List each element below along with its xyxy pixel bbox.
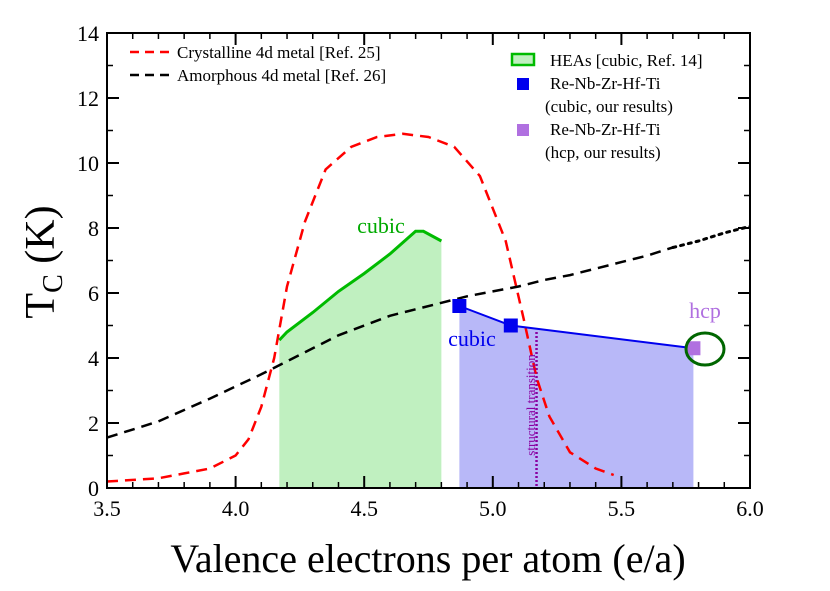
- hcp-data-point: [686, 341, 701, 356]
- our-results-fill-area: [459, 306, 694, 488]
- x-tick-label: 5.0: [479, 496, 507, 521]
- y-tick-label: 6: [88, 281, 99, 306]
- legend-swatch-heas: [510, 52, 536, 67]
- legend-label-crystalline: Crystalline 4d metal [Ref. 25]: [177, 43, 380, 62]
- amorphous-extension-curve: [671, 224, 750, 249]
- legend-swatch-cubic-ours: [517, 78, 529, 90]
- heas-fill-area: [279, 231, 442, 488]
- legend-label-cubic-ours: Re-Nb-Zr-Hf-Ti: [550, 74, 661, 93]
- crystalline-curve: [107, 132, 615, 483]
- y-tick-label: 12: [77, 86, 99, 111]
- axis-ticks: 3.5 4.0 4.5 5.0 5.5 6.0 0 2 4 6 8 10 12 14: [77, 21, 764, 521]
- y-tick-label: 8: [88, 216, 99, 241]
- hcp-highlight-ring: [684, 331, 726, 367]
- legend-left: Crystalline 4d metal [Ref. 25] Amorphous…: [130, 43, 386, 85]
- fill-regions: [279, 231, 694, 488]
- y-tick-label: 10: [77, 151, 99, 176]
- svg-text:TC (K): TC (K): [18, 205, 69, 318]
- x-tick-label: 4.5: [350, 496, 378, 521]
- legend-label-hcp-ours-2: (hcp, our results): [545, 143, 661, 162]
- y-tick-label: 2: [88, 411, 99, 436]
- legend-label-hcp-ours: Re-Nb-Zr-Hf-Ti: [550, 120, 661, 139]
- y-axis-label-unit: (K): [18, 205, 64, 274]
- legend-label-amorphous: Amorphous 4d metal [Ref. 26]: [177, 66, 386, 85]
- legend-swatch-hcp-ours: [517, 124, 529, 136]
- legend-right: HEAs [cubic, Ref. 14] Re-Nb-Zr-Hf-Ti (cu…: [510, 51, 703, 162]
- y-axis-label-main: T: [18, 293, 64, 319]
- y-tick-label: 14: [77, 21, 99, 46]
- cubic-data-point: [452, 299, 467, 313]
- heas-curve: [278, 229, 443, 342]
- x-tick-label: 4.0: [222, 496, 250, 521]
- y-axis-label: TC (K): [18, 205, 69, 318]
- y-tick-label: 4: [88, 346, 99, 371]
- y-tick-label: 0: [88, 476, 99, 501]
- annotation-hcp: hcp: [689, 298, 721, 323]
- legend-label-cubic-ours-2: (cubic, our results): [545, 97, 673, 116]
- cubic-data-point: [503, 318, 518, 333]
- annotation-cubic-blue: cubic: [448, 326, 496, 351]
- y-axis-label-sub: C: [38, 274, 69, 293]
- x-tick-label: 6.0: [736, 496, 764, 521]
- data-markers: [452, 299, 701, 356]
- x-tick-label: 5.5: [608, 496, 636, 521]
- x-axis-label: Valence electrons per atom (e/a): [170, 536, 685, 581]
- legend-label-heas: HEAs [cubic, Ref. 14]: [550, 51, 703, 70]
- annotation-cubic-green: cubic: [357, 213, 405, 238]
- annotation-structural-transition: structural transition: [523, 354, 538, 456]
- x-tick-label: 3.5: [93, 496, 121, 521]
- amorphous-curve: [107, 246, 674, 439]
